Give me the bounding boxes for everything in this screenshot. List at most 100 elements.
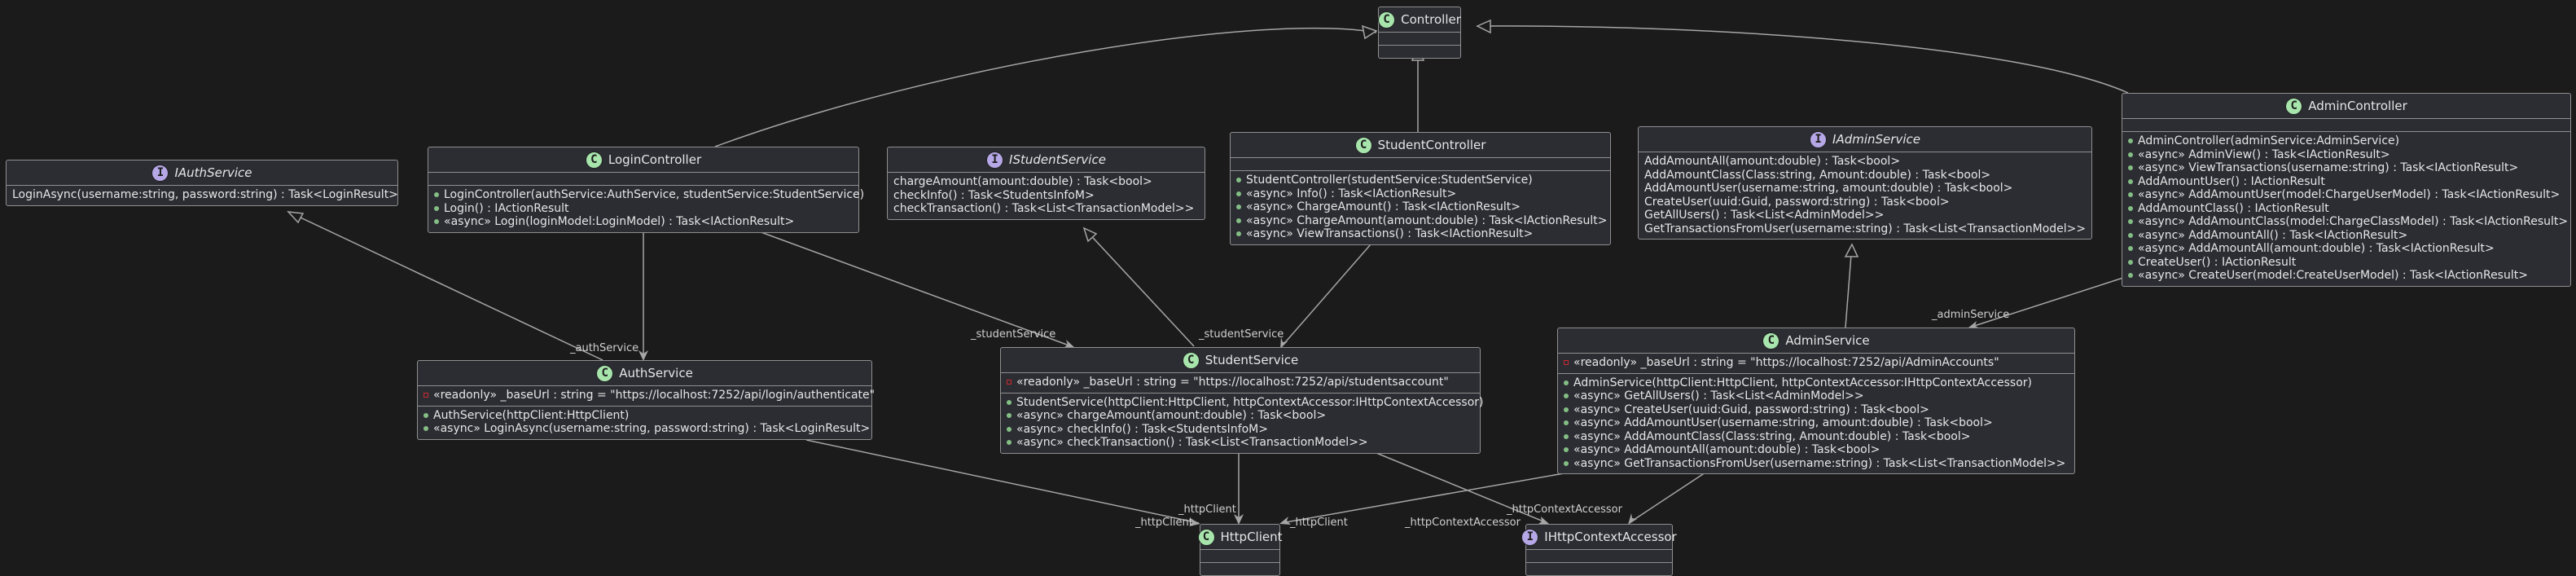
private-marker-icon [423,393,428,398]
method: «async» Login(loginModel:LoginModel) : T… [434,215,853,229]
public-marker-icon [423,412,428,418]
public-marker-icon [1564,394,1569,399]
methods-section [1200,562,1279,575]
methods-section: StudentController(studentService:Student… [1231,170,1610,244]
methods-section: StudentService(httpClient:HttpClient, ht… [1001,392,1484,453]
method: «async» ChargeAmount() : Task<IActionRes… [1236,200,1604,214]
fields-section [1526,549,1672,562]
methods-section: AdminController(adminService:AdminServic… [2122,131,2570,286]
method: AddAmountClass() : IActionResult [2128,202,2565,216]
method: «async» GetTransactionsFromUser(username… [1564,457,2069,471]
method: StudentController(studentService:Student… [1236,174,1604,187]
class-name: IHttpContextAccessor [1544,529,1677,544]
public-marker-icon [2128,232,2133,238]
public-marker-icon [1236,218,1241,223]
label-admin-service: _adminService [1932,309,2010,321]
fields-section: «readonly» _baseUrl : string = "https://… [1001,372,1480,393]
edge-student-realizes-istudent [1083,227,1195,347]
method: LoginAsync(username:string, password:str… [12,188,398,201]
public-marker-icon [434,192,439,198]
public-marker-icon [2128,246,2133,252]
method: «async» checkTransaction() : Task<List<T… [1007,436,1474,450]
class-name: IAuthService [174,165,252,180]
fields-section [2122,118,2570,131]
class-name: StudentController [1377,137,1486,152]
method: StudentService(httpClient:HttpClient, ht… [1007,396,1484,410]
public-marker-icon [1564,460,1569,466]
class-name: AdminService [1785,332,1870,348]
public-marker-icon [1564,447,1569,453]
arrowhead-login-controller [1362,24,1378,40]
method: LoginController(authService:AuthService,… [434,188,864,202]
method: «async» checkInfo() : Task<StudentsInfoM… [1007,423,1474,437]
edge-adminctl-extends-controller [1477,25,2129,94]
arrowhead-http-student [1234,514,1244,525]
method: CreateUser(uuid:Guid, password:string) :… [1644,195,1950,209]
methods-section: AuthService(httpClient:HttpClient) «asyn… [418,405,871,439]
method: AddAmountClass(Class:string, Amount:doub… [1644,168,1991,182]
fields-section [1200,549,1279,562]
method: «async» AddAmountUser(username:string, a… [1564,416,2069,430]
interface-ihttpcontextaccessor[interactable]: I IHttpContextAccessor [1521,524,1677,576]
methods-section: LoginAsync(username:string, password:str… [7,185,398,205]
public-marker-icon [2128,178,2133,184]
class-badge-icon: C [1762,332,1780,350]
class-studentcontroller[interactable]: C StudentController StudentController(stu… [1230,132,1611,245]
label-http-auth: _httpClient [1135,517,1193,529]
method: «async» GetAllUsers() : Task<List<AdminM… [1564,389,2069,403]
methods-section: AddAmountAll(amount:double) : Task<bool>… [1639,152,2091,239]
method: CreateUser() : IActionResult [2128,256,2565,270]
arrowhead-ihttp-student [1538,517,1549,525]
class-name: AdminController [2308,98,2407,113]
method: «async» ChargeAmount(amount:double) : Ta… [1236,214,1607,228]
arrowhead-http-admin [1279,517,1291,525]
public-marker-icon [2128,192,2133,198]
label-auth-service: _authService [570,342,639,354]
method: «async» Info() : Task<IActionResult> [1236,187,1604,201]
public-marker-icon [1564,433,1569,439]
public-marker-icon [1007,413,1012,419]
interface-iauthservice[interactable]: I IAuthService LoginAsync(username:string… [6,160,398,206]
edge-studentctl-studentservice [1280,237,1377,348]
edge-admin-ihttp [1628,472,1706,524]
public-marker-icon [434,219,439,225]
edge-login-extends-controller [714,27,1377,147]
arrowhead-adminctl-controller [1476,19,1491,34]
interface-badge-icon: I [986,151,1004,169]
public-marker-icon [2128,165,2133,171]
private-marker-icon [1007,380,1012,385]
public-marker-icon [1236,178,1241,183]
methods-section [1526,562,1672,575]
field: «readonly» _baseUrl : string = "https://… [1007,376,1474,389]
methods-section [1379,45,1460,58]
interface-badge-icon: I [1521,528,1539,546]
public-marker-icon [423,426,428,432]
method: «async» CreateUser(model:CreateUserModel… [2128,269,2565,283]
arrowhead-ihttp-admin [1628,513,1637,525]
method: «async» AddAmountAll(amount:double) : Ta… [1564,443,2069,457]
method: «async» LoginAsync(username:string, pass… [423,422,870,436]
class-name: IAdminService [1832,131,1920,147]
method: «async» chargeAmount(amount:double) : Ta… [1007,409,1474,423]
fields-section [428,172,858,185]
method: AuthService(httpClient:HttpClient) [423,409,866,423]
class-badge-icon: C [1354,136,1372,154]
public-marker-icon [1564,420,1569,426]
method: checkTransaction() : Task<List<Transacti… [893,202,1195,215]
class-name: IStudentService [1009,152,1106,167]
interface-badge-icon: I [151,164,169,182]
public-marker-icon [1236,204,1241,210]
public-marker-icon [1564,407,1569,412]
public-marker-icon [1007,426,1012,432]
interface-badge-icon: I [1810,130,1828,148]
class-name: HttpClient [1220,529,1283,544]
